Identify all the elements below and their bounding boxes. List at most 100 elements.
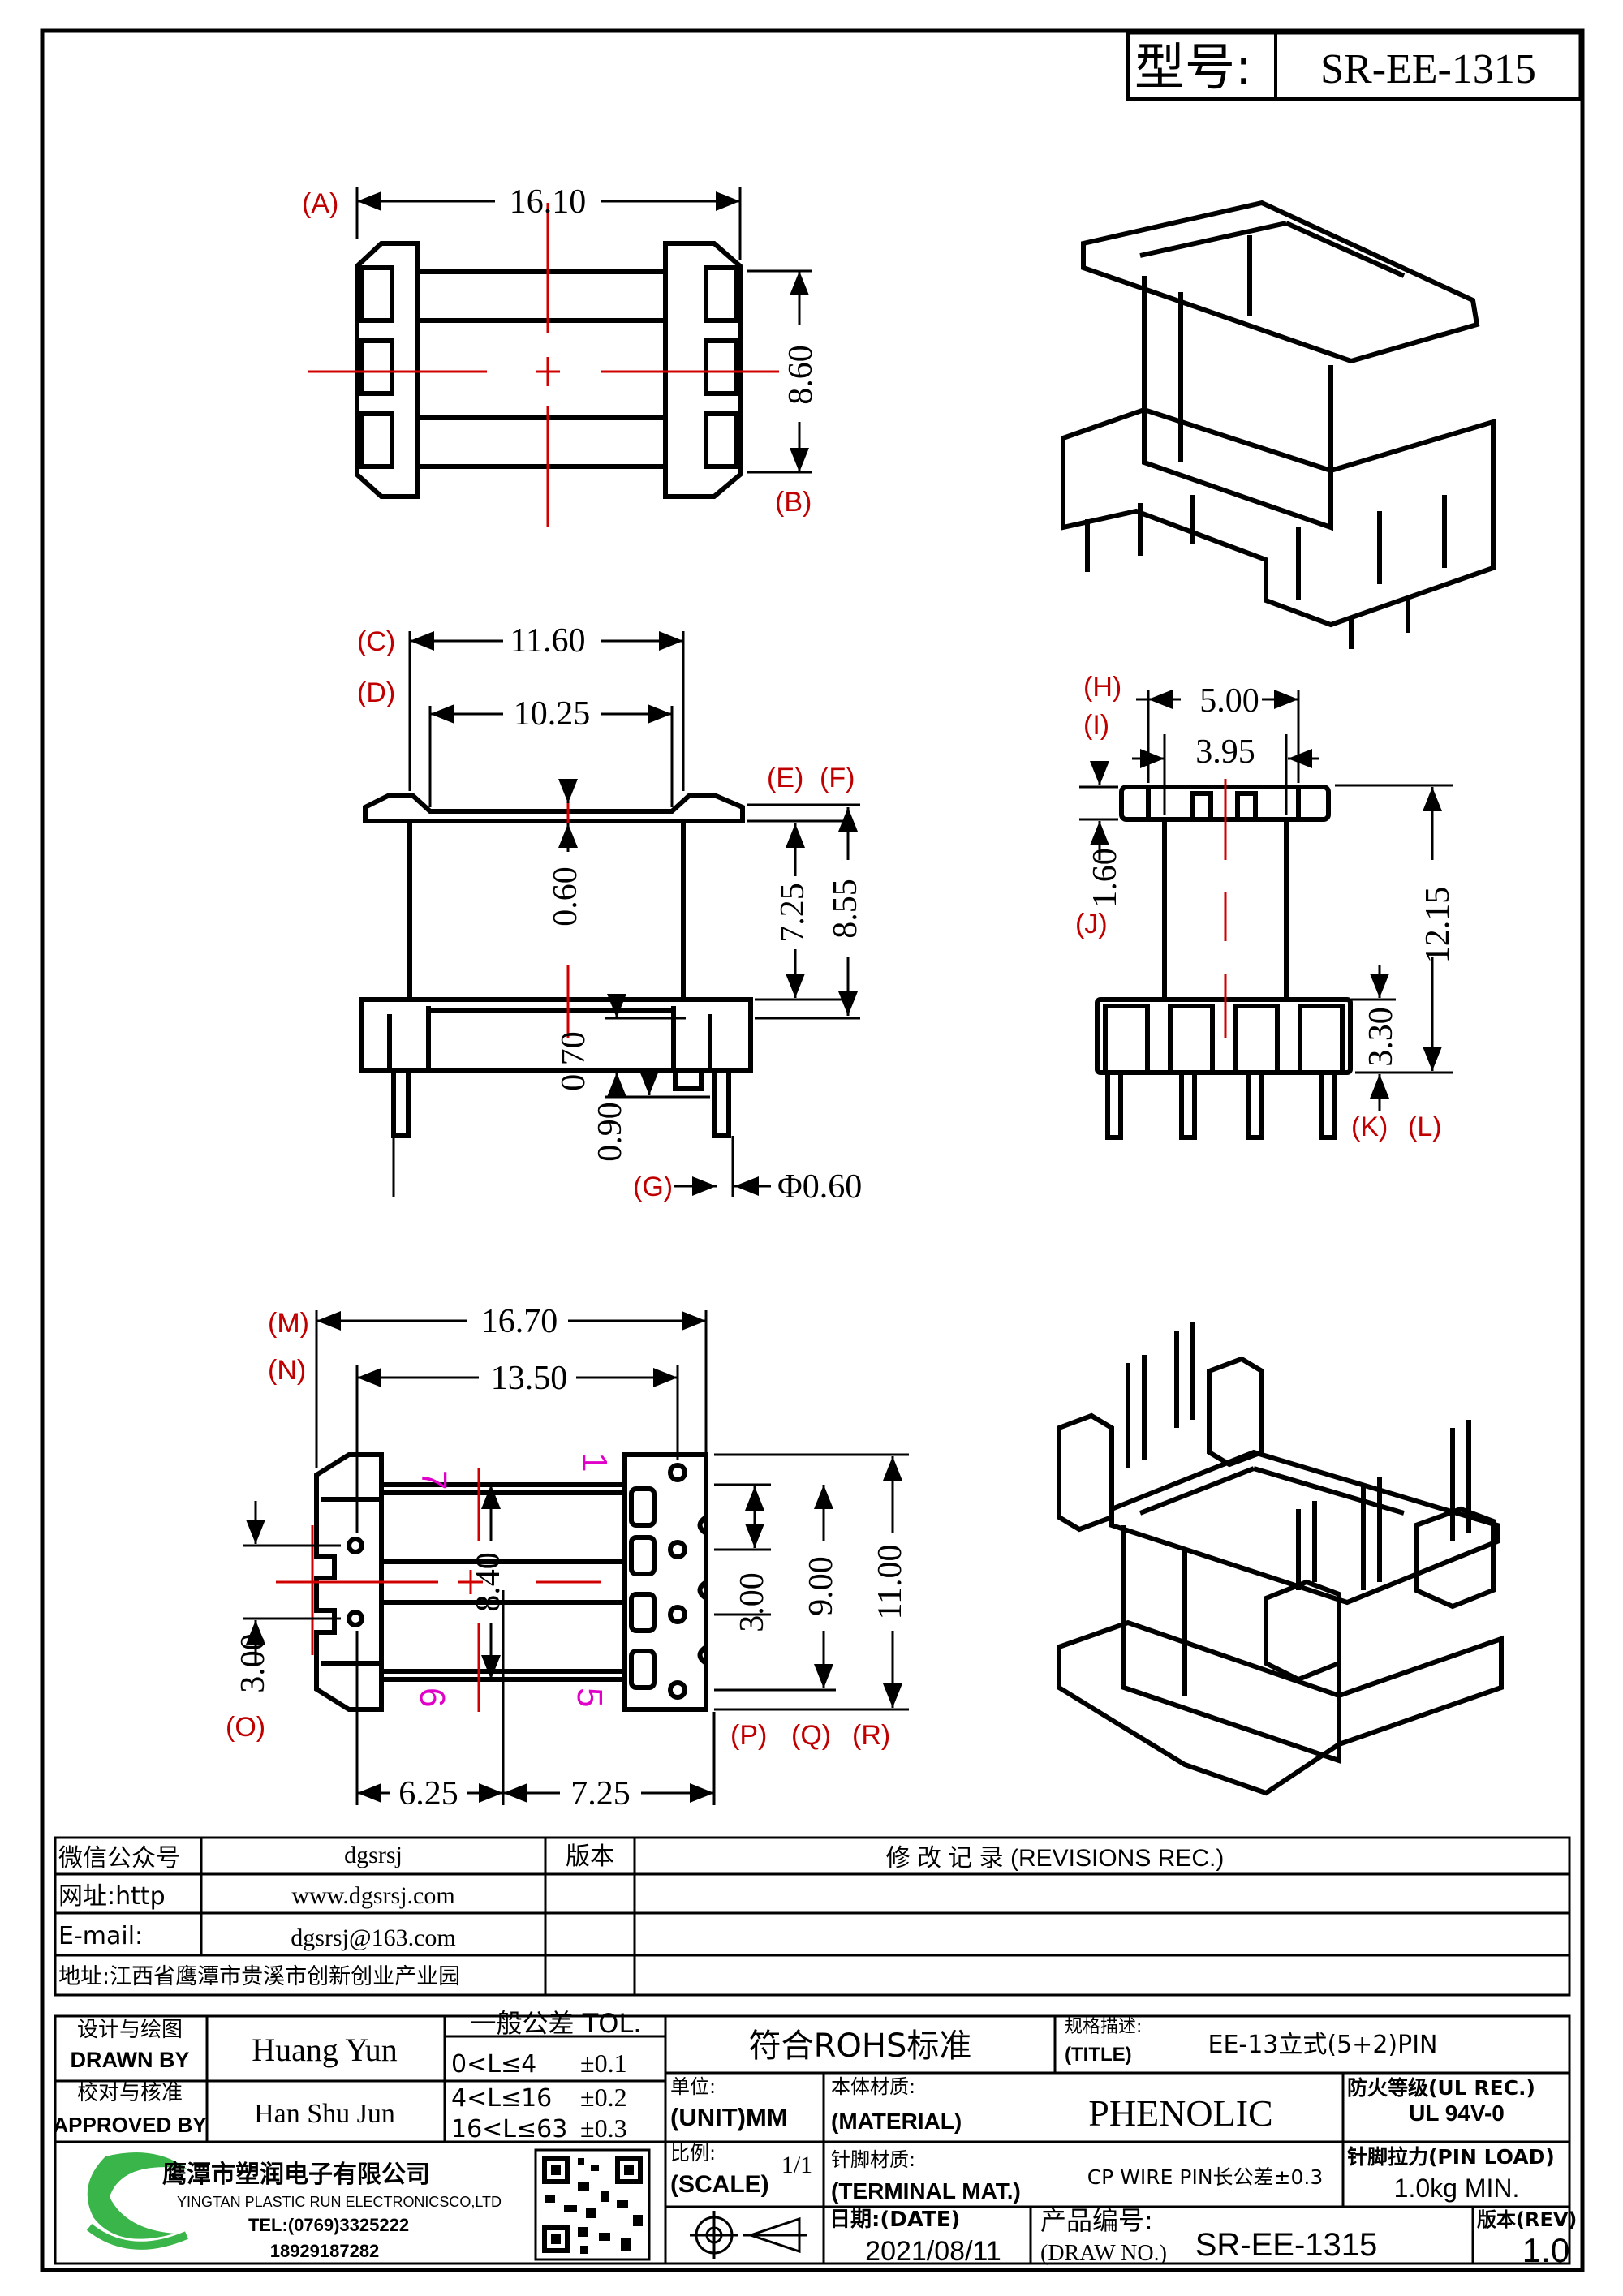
revision-label: 版本(REV) (1477, 2208, 1577, 2231)
part-number-title: SR-EE-1315 (1320, 46, 1536, 92)
pin-load-label: 针脚拉力(PIN LOAD) (1347, 2145, 1555, 2169)
company-name-cn: 鹰潭市塑润电子有限公司 (162, 2161, 430, 2189)
label-o: (O) (226, 1712, 265, 1743)
dim-16-70: 16.70 (481, 1303, 558, 1340)
top-view (355, 241, 743, 499)
dim-7-25-bottom: 7.25 (570, 1775, 631, 1812)
unit-label-cn: 单位: (670, 2075, 716, 2098)
date-value: 2021/08/11 (865, 2236, 1001, 2267)
pin-5-label: 5 (570, 1688, 609, 1707)
revisions-table (54, 1836, 1571, 1997)
material-label-cn: 本体材质: (831, 2075, 915, 2098)
scale-label-cn: 比例: (670, 2142, 716, 2165)
dim-7-25: 7.25 (774, 883, 812, 943)
dim-12-15: 12.15 (1419, 887, 1457, 964)
label-e: (E) (767, 763, 803, 793)
label-d: (D) (357, 677, 395, 708)
dim-9-00: 9.00 (803, 1556, 840, 1616)
draw-no-label-cn: 产品编号: (1040, 2205, 1153, 2236)
label-k: (K) (1351, 1111, 1388, 1142)
qr-code-icon (534, 2148, 651, 2261)
bottom-view (314, 1452, 708, 1712)
dim-3-00-left: 3.00 (235, 1633, 272, 1693)
tolerance-title: 一般公差 TOL. (471, 2008, 642, 2039)
front-view-dimensions (392, 631, 860, 1197)
tol-value-2: ±0.2 (580, 2083, 627, 2112)
part-title-box: 型号: SR-EE-1315 (1126, 30, 1583, 101)
dim-0-90: 0.90 (592, 1102, 629, 1162)
dim-pin-diameter: Φ0.60 (777, 1168, 862, 1206)
designer-label-en: DRAWN BY (71, 2048, 190, 2072)
unit-label-en: (UNIT)MM (670, 2103, 788, 2131)
pin-load-value: 1.0kg MIN. (1394, 2173, 1520, 2203)
dim-6-25: 6.25 (398, 1775, 458, 1812)
dim-3-00-right: 3.00 (734, 1572, 771, 1632)
revisions-header: 修 改 记 录 (REVISIONS REC.) (886, 1845, 1225, 1872)
draw-no-label-en: (DRAW NO.) (1040, 2241, 1167, 2266)
dim-0-70: 0.70 (555, 1031, 592, 1091)
iso-view-top (1061, 200, 1496, 649)
info-key-website: 网址:http (58, 1882, 166, 1911)
tol-value-3: ±0.3 (580, 2113, 627, 2143)
label-g: (G) (633, 1172, 673, 1202)
dim-0-60: 0.60 (547, 866, 584, 927)
projection-symbol-icon (690, 2211, 807, 2259)
info-value-website: www.dgsrsj.com (291, 1882, 454, 1909)
label-j: (J) (1075, 909, 1108, 939)
label-b: (B) (775, 487, 812, 518)
iso-view-bottom (1057, 1322, 1504, 1796)
company-tel: TEL:(0769)3325222 (248, 2215, 409, 2235)
terminal-value: CP WIRE PIN长公差±0.3 (1087, 2165, 1324, 2189)
rohs-compliance: 符合ROHS标准 (749, 2027, 972, 2065)
label-a: (A) (302, 188, 338, 219)
dim-13-50: 13.50 (491, 1360, 568, 1397)
label-m: (M) (268, 1308, 309, 1339)
version-header: 版本 (566, 1842, 614, 1871)
bottom-view-dimensions (243, 1310, 909, 1805)
draw-no-value: SR-EE-1315 (1195, 2227, 1378, 2263)
dim-8-55: 8.55 (827, 879, 864, 939)
info-key-email: E-mail: (58, 1922, 143, 1950)
top-view-dimensions (355, 187, 812, 474)
fire-rating-value: UL 94V-0 (1409, 2100, 1505, 2126)
part-title-label: 型号: (1134, 37, 1252, 97)
dim-10-25: 10.25 (514, 695, 591, 733)
company-name-en: YINGTAN PLASTIC RUN ELECTRONICSCO,LTD (177, 2194, 502, 2210)
designer-name: Huang Yun (252, 2032, 398, 2068)
label-i: (I) (1083, 710, 1109, 741)
label-p: (P) (730, 1720, 767, 1751)
outer-frame (40, 28, 1585, 2272)
side-view (1095, 785, 1353, 1140)
material-label-en: (MATERIAL) (831, 2109, 962, 2134)
tol-range-1: 0<L≤4 (451, 2050, 536, 2079)
approver-label-cn: 校对与核准 (77, 2081, 183, 2105)
top-view-centerlines (308, 203, 779, 527)
info-value-email: dgsrsj@163.com (291, 1924, 455, 1951)
dim-8-60: 8.60 (782, 345, 820, 405)
spec-label-en: (TITLE) (1065, 2044, 1132, 2066)
tol-range-2: 4<L≤16 (451, 2084, 552, 2113)
side-view-dimensions (1079, 690, 1453, 1111)
label-f: (F) (820, 763, 855, 793)
label-c: (C) (357, 626, 395, 657)
designer-label-cn: 设计与绘图 (77, 2018, 183, 2042)
tol-range-3: 16<L≤63 (451, 2115, 567, 2143)
pin-6-label: 6 (412, 1688, 452, 1707)
revision-value: 1.0 (1522, 2231, 1569, 2269)
dim-3-95: 3.95 (1195, 733, 1255, 771)
info-key-address: 地址:江西省鹰潭市贵溪市创新创业产业园 (58, 1964, 460, 1989)
pin-7-label: 7 (414, 1470, 454, 1490)
front-view (359, 793, 753, 1138)
terminal-label-cn: 针脚材质: (831, 2148, 915, 2171)
info-key-wechat: 微信公众号 (58, 1844, 180, 1872)
spec-label-cn: 规格描述: (1065, 2017, 1142, 2037)
dim-3-30: 3.30 (1363, 1007, 1400, 1067)
approver-name: Han Shu Jun (254, 2099, 395, 2129)
label-n: (N) (268, 1355, 306, 1386)
dim-8-40: 8.40 (470, 1552, 507, 1612)
approver-label-en: APPROVED BY (53, 2113, 206, 2137)
scale-value: 1/1 (781, 2152, 812, 2178)
company-logo-icon (86, 2152, 188, 2250)
dim-11-00: 11.00 (872, 1545, 909, 1620)
